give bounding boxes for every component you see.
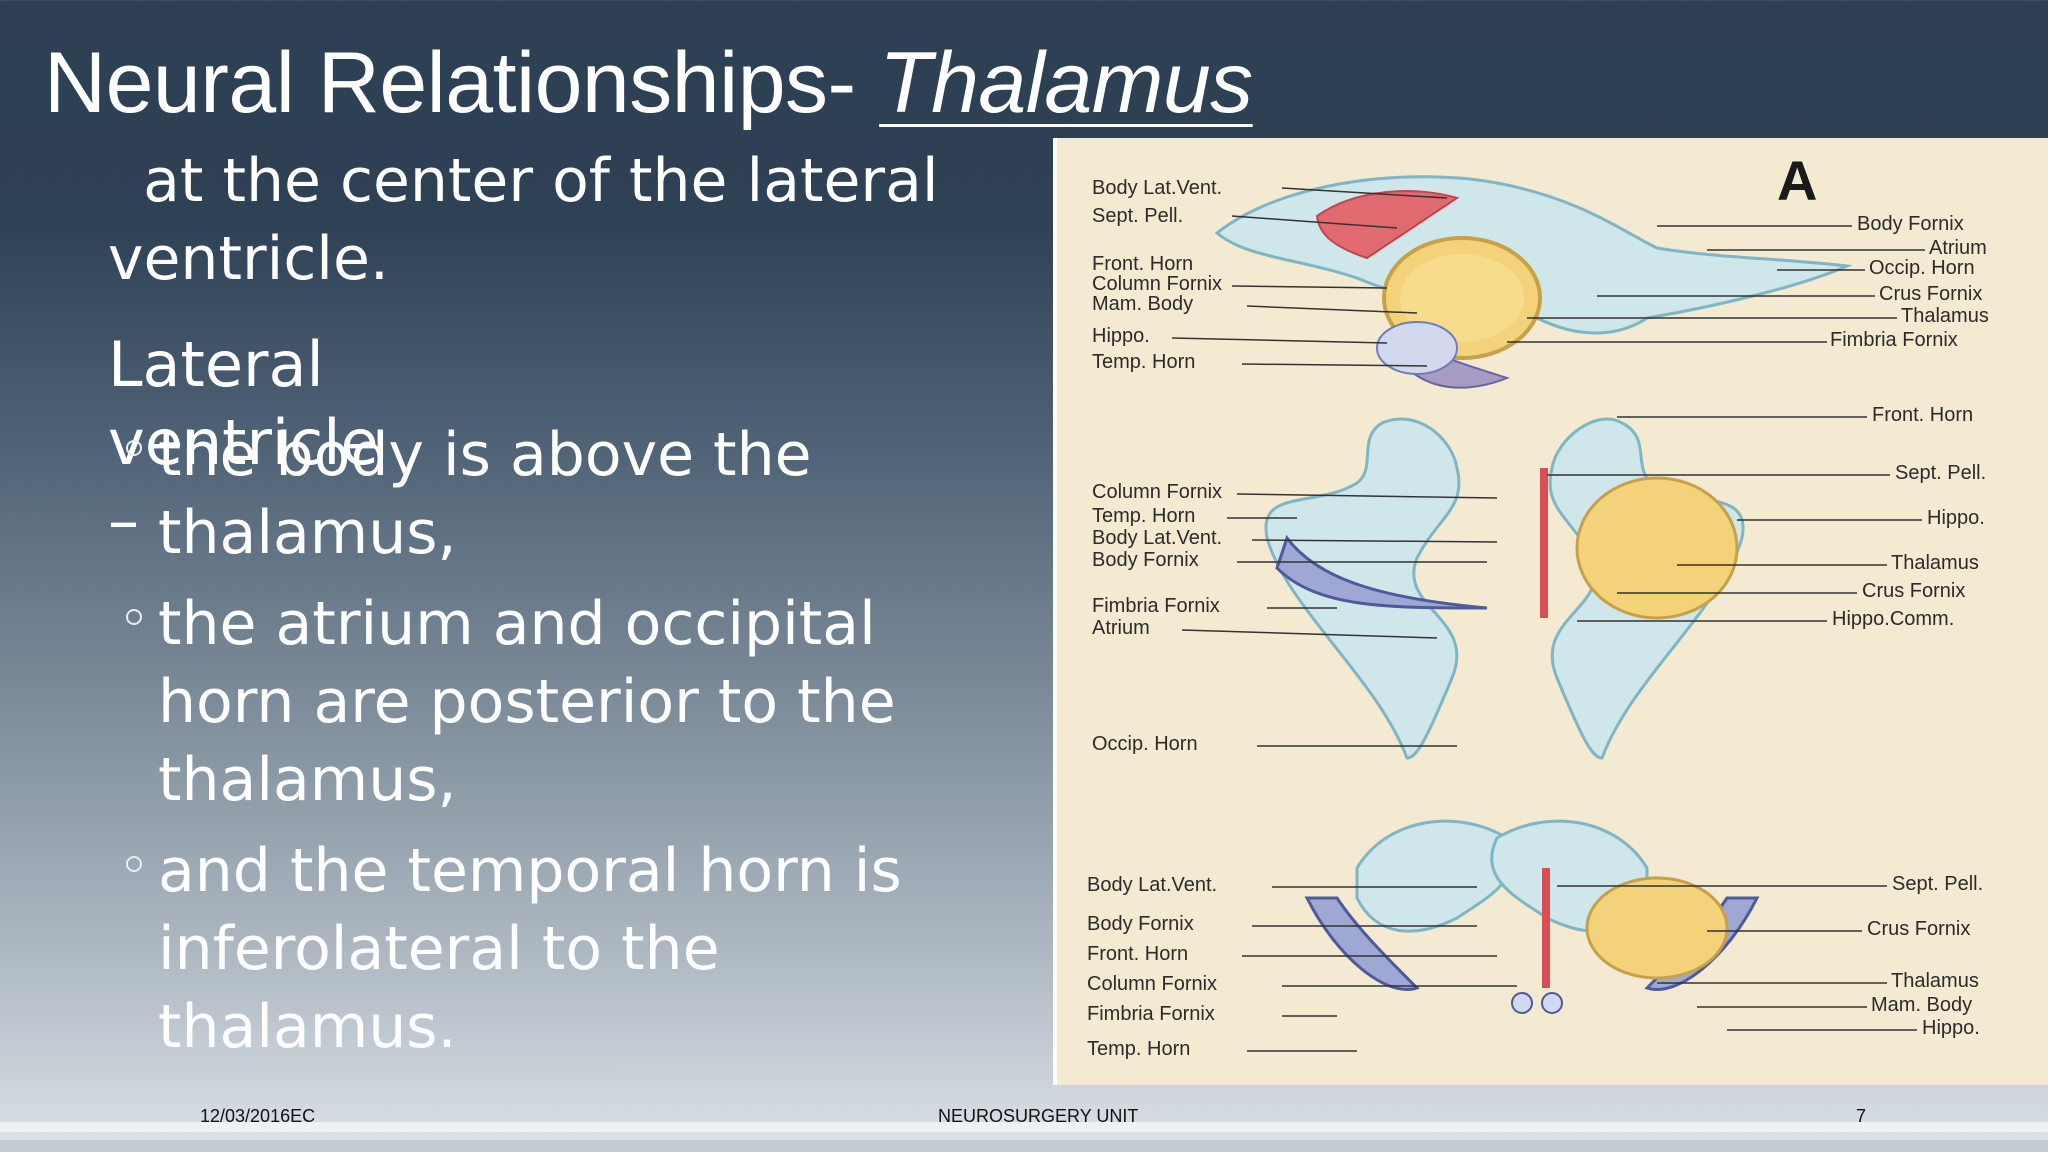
figure-label: Hippo.: [1927, 507, 1985, 529]
figure-label: Temp. Horn: [1087, 1038, 1190, 1060]
figure-label: Crus Fornix: [1879, 283, 1982, 305]
figure-label: Atrium: [1929, 237, 1987, 259]
footer-band: [0, 1122, 2048, 1132]
figure-label: Occip. Horn: [1092, 733, 1198, 755]
lateral-view-drawing: [1214, 175, 1853, 389]
figure-label: Atrium: [1092, 617, 1150, 639]
label-group-top-right: Body Fornix Atrium Occip. Horn Crus Forn…: [1507, 213, 1989, 351]
figure-label: Crus Fornix: [1862, 580, 1965, 602]
label-group-top-left: Body Lat.Vent. Sept. Pell. Front. Horn C…: [1092, 177, 1448, 373]
footer-band-lower: [0, 1140, 2048, 1152]
subheading: Lateral ventricle –: [108, 328, 379, 557]
figure-label: Body Lat.Vent.: [1092, 527, 1222, 549]
bullet-item: the atrium and occipital horn are poster…: [126, 585, 916, 819]
footer-date: 12/03/2016EC: [200, 1106, 316, 1126]
figure-label: Thalamus: [1891, 552, 1979, 574]
figure-label: Body Lat.Vent.: [1092, 177, 1222, 199]
figure-label: Hippo.: [1922, 1017, 1980, 1039]
label-group-bottom-left: Body Lat.Vent. Body Fornix Front. Horn C…: [1087, 874, 1517, 1060]
circle-bullet-icon: [126, 856, 142, 872]
figure-label: Sept. Pell.: [1892, 873, 1983, 895]
bullet-text: and the temporal horn is inferolateral t…: [158, 836, 902, 1062]
figure-label: Column Fornix: [1092, 273, 1222, 295]
label-group-mid-left: Column Fornix Temp. Horn Body Lat.Vent. …: [1092, 481, 1498, 755]
figure-label: Crus Fornix: [1867, 918, 1970, 940]
figure-label: Fimbria Fornix: [1087, 1003, 1215, 1025]
anatomy-illustration: A: [1053, 138, 2048, 1085]
bullet-text: the atrium and occipital horn are poster…: [158, 589, 896, 815]
figure-label: Sept. Pell.: [1895, 462, 1986, 484]
figure-label: Body Fornix: [1857, 213, 1964, 235]
slide-title: Neural Relationships- Thalamus: [44, 34, 1253, 133]
figure-label: Column Fornix: [1092, 481, 1222, 503]
bullet-text: the body is above the thalamus,: [158, 420, 812, 568]
figure-label: Body Fornix: [1092, 549, 1199, 571]
continuation-line-1: at the center of the lateral: [124, 146, 939, 216]
figure-label: Hippo.: [1092, 325, 1150, 347]
label-group-bottom-right: Sept. Pell. Crus Fornix Thalamus Mam. Bo…: [1557, 873, 1983, 1039]
figure-label: Front. Horn: [1087, 943, 1188, 965]
figure-label: Mam. Body: [1871, 994, 1972, 1016]
title-emphasis: Thalamus: [879, 35, 1253, 131]
figure-label: Front. Horn: [1872, 404, 1973, 426]
figure-label: Thalamus: [1891, 970, 1979, 992]
figure-label: Temp. Horn: [1092, 351, 1195, 373]
footer-center-text: NEUROSURGERY UNIT: [938, 1106, 1139, 1126]
bullet-item: the body is above the thalamus,: [126, 416, 916, 572]
continuation-line-2: ventricle.: [108, 224, 389, 294]
ventricle-diagram: A: [1087, 149, 1989, 1060]
superior-view-drawing: [1264, 417, 1745, 760]
figure-label: Fimbria Fornix: [1830, 329, 1958, 351]
figure-label: Body Lat.Vent.: [1087, 874, 1217, 896]
title-plain: Neural Relationships-: [44, 35, 880, 131]
figure-label: Body Fornix: [1087, 913, 1194, 935]
figure-label: Occip. Horn: [1869, 257, 1975, 279]
label-group-mid-right: Front. Horn Sept. Pell. Hippo. Thalamus …: [1547, 404, 1986, 630]
figure-label: Temp. Horn: [1092, 505, 1195, 527]
figure-label: Fimbria Fornix: [1092, 595, 1220, 617]
figure-label: Front. Horn: [1092, 253, 1193, 275]
panel-letter: A: [1777, 149, 1817, 212]
figure-label: Mam. Body: [1092, 293, 1193, 315]
bullet-list: the body is above the thalamus, the atri…: [126, 416, 916, 1079]
circle-bullet-icon: [126, 440, 142, 456]
page-number: 7: [1856, 1106, 1867, 1126]
anterior-view-drawing: [1304, 819, 1760, 1014]
continuation-text: at the center of the lateral ventricle.: [108, 142, 939, 298]
circle-bullet-icon: [126, 609, 142, 625]
figure-label: Thalamus: [1901, 305, 1989, 327]
figure-label: Sept. Pell.: [1092, 205, 1183, 227]
figure-label: Column Fornix: [1087, 973, 1217, 995]
bullet-item: and the temporal horn is inferolateral t…: [126, 832, 916, 1066]
figure-label: Hippo.Comm.: [1832, 608, 1954, 630]
